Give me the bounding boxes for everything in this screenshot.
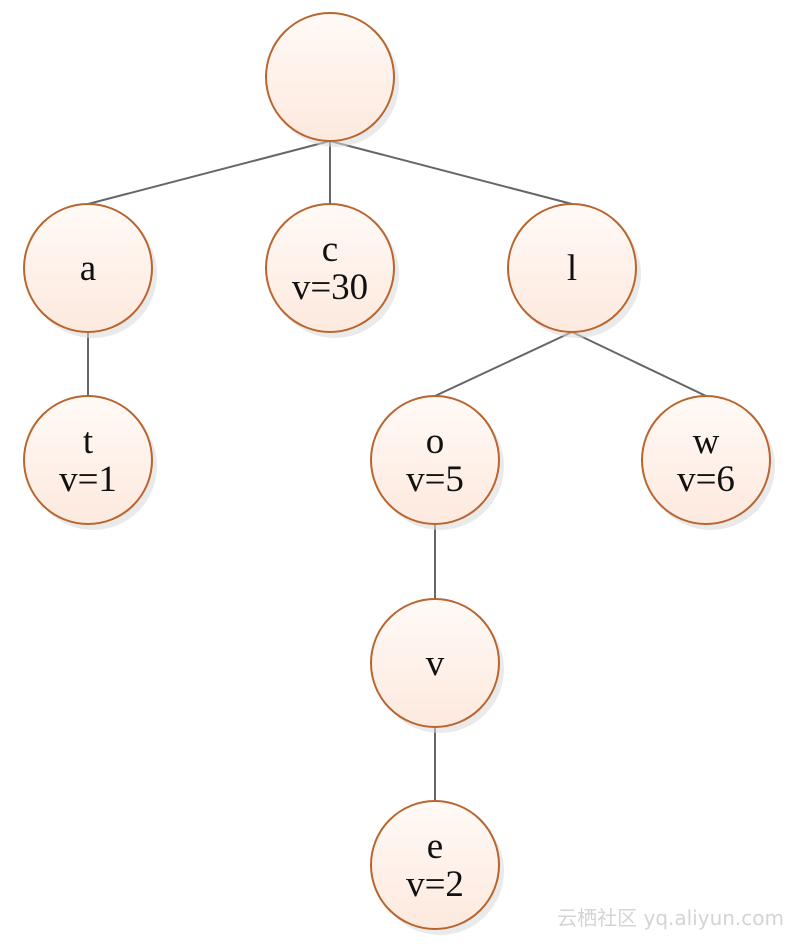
node-circle [23,203,153,333]
node-circle [23,395,153,525]
edge-l-o [434,331,573,397]
node-value: v=6 [677,459,735,500]
node-circle [370,395,500,525]
node-circle [265,12,395,142]
node-value: v=5 [406,459,464,500]
node-t: tv=1 [23,395,157,530]
edges-layer [87,140,707,801]
node-circle [641,395,771,525]
nodes-layer: a cv=30 l tv=1 ov=5 wv=6 v ev=2 [23,12,775,935]
node-label: c [322,229,338,270]
node-a: a [23,203,157,338]
edge-l-w [571,331,707,397]
node-label: l [567,248,577,289]
edge-root-a [87,140,331,205]
node-circle [265,203,395,333]
node-v: v [370,598,504,733]
node-value: v=30 [292,267,368,308]
node-label: t [83,421,94,462]
node-root [265,12,399,147]
edge-root-l [329,140,573,205]
node-circle [370,800,500,930]
node-label: e [427,826,443,867]
node-e: ev=2 [370,800,504,935]
node-label: v [426,643,445,684]
node-l: l [507,203,641,338]
node-circle [370,598,500,728]
node-value: v=1 [59,459,117,500]
node-label: w [693,421,720,462]
node-value: v=2 [406,864,464,905]
node-c: cv=30 [265,203,399,338]
node-label: a [80,248,96,289]
node-o: ov=5 [370,395,504,530]
watermark-text: 云栖社区 yq.aliyun.com [557,906,784,930]
node-circle [507,203,637,333]
node-label: o [426,421,445,462]
node-w: wv=6 [641,395,775,530]
